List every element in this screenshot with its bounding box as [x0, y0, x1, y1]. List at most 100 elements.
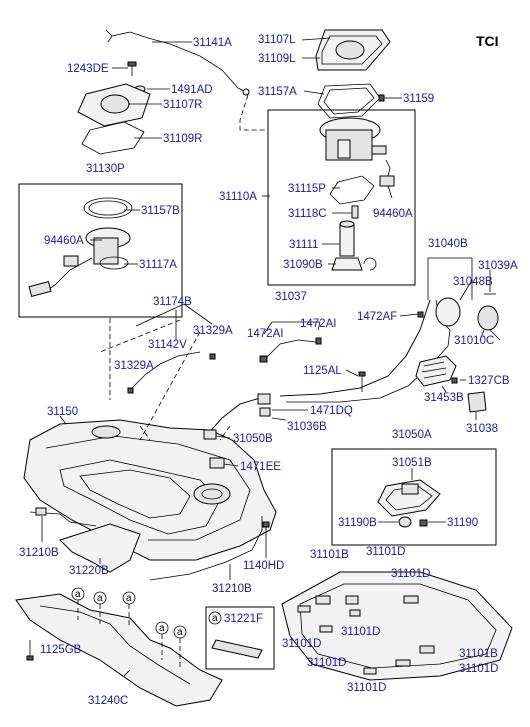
pump-31111 — [339, 220, 355, 257]
label-31010C: 31010C — [454, 335, 494, 347]
label-31157A: 31157A — [258, 86, 297, 98]
bolt-1125AL — [358, 371, 366, 392]
pad-31038 — [467, 391, 487, 413]
label-31130P: 31130P — [86, 163, 125, 175]
screw-1243DE — [127, 61, 137, 76]
vent-canister-31453B — [415, 355, 457, 387]
label-31101B-top: 31101B — [310, 549, 349, 561]
label-31101B-right: 31101B — [459, 648, 498, 660]
label-31038: 31038 — [466, 423, 498, 435]
label-31040B: 31040B — [428, 238, 468, 250]
callout-marker-31221F: a — [208, 611, 222, 625]
label-31101D-bot1: 31101D — [307, 657, 346, 669]
filter-31090B — [331, 257, 377, 271]
label-31157B: 31157B — [141, 205, 180, 217]
label-31221F: 31221F — [224, 613, 263, 625]
heat-shield-31220B — [59, 523, 141, 573]
variant-title: TCI — [476, 33, 499, 49]
svg-text:a: a — [159, 623, 165, 634]
label-31118C: 31118C — [288, 208, 327, 220]
leader-lines — [41, 37, 491, 677]
label-1472AF: 1472AF — [357, 311, 397, 323]
label-31036B: 31036B — [287, 421, 327, 433]
pad-31221F — [211, 639, 263, 659]
pad-box-31221F — [205, 606, 275, 670]
label-31142V: 31142V — [148, 339, 187, 351]
filler-neck-box — [427, 257, 473, 300]
label-31174B: 31174B — [153, 296, 192, 308]
label-94460A-left: 94460A — [44, 235, 84, 247]
callout-markers-a: a a a a a — [71, 587, 187, 668]
vapor-hose-1471DQ — [205, 393, 271, 437]
label-31159: 31159 — [403, 93, 434, 105]
label-1471DQ: 1471DQ — [310, 405, 353, 417]
label-31101D-right: 31101D — [459, 663, 498, 675]
label-1140HD: 1140HD — [243, 560, 284, 572]
label-31453B: 31453B — [424, 392, 464, 404]
filler-cap-31010C — [435, 297, 501, 341]
label-31210B-left: 31210B — [19, 547, 59, 559]
label-1491AD: 1491AD — [171, 84, 213, 96]
label-31115P: 31115P — [288, 183, 326, 195]
svg-text:a: a — [177, 627, 183, 638]
svg-text:a: a — [75, 589, 81, 600]
label-31050B: 31050B — [233, 433, 273, 445]
label-31107R: 31107R — [163, 99, 202, 111]
label-31101D-top1: 31101D — [366, 546, 405, 558]
fuel-pump-module-box-31110A — [267, 109, 416, 286]
label-1125AL: 1125AL — [303, 365, 342, 377]
sender-unit-left — [28, 227, 131, 298]
label-31101D-bot2: 31101D — [347, 682, 386, 694]
cover-31107R — [77, 83, 151, 127]
label-31190: 31190 — [447, 517, 478, 529]
fuel-return-cable-31141A — [105, 29, 266, 131]
under-cover-31240C — [15, 593, 223, 707]
tank-strap-31210B-right — [149, 516, 263, 581]
label-31111: 31111 — [289, 239, 318, 251]
label-31039A: 31039A — [478, 260, 518, 272]
label-31150: 31150 — [47, 406, 78, 418]
clamp-1471EE — [209, 457, 225, 469]
dashed-leader-lines — [99, 318, 231, 441]
label-31090B: 31090B — [283, 259, 323, 271]
label-31329A-right: 31329A — [193, 325, 233, 337]
svg-text:a: a — [97, 593, 103, 604]
label-31210B-right: 31210B — [212, 583, 252, 595]
clip-1472AF — [417, 311, 424, 318]
tank-strap-31210B-left — [29, 507, 97, 527]
label-31110A: 31110A — [219, 191, 257, 203]
label-31050A: 31050A — [392, 429, 432, 441]
service-cover-plate-31107L — [315, 29, 391, 71]
label-31101D-top2: 31101D — [391, 568, 430, 580]
gasket-31157B — [83, 197, 133, 219]
tank-insulator-pads-31101 — [281, 571, 513, 681]
fuel-pump-cover-31051B — [377, 479, 441, 517]
bolt-31159 — [378, 94, 398, 102]
label-31141A: 31141A — [193, 37, 232, 49]
hose-31037 — [259, 321, 322, 363]
screw-1125GB — [26, 640, 34, 661]
label-31190B: 31190B — [338, 517, 377, 529]
label-1125GB: 1125GB — [40, 644, 82, 656]
bolt-1327CB — [451, 377, 458, 384]
label-31048B: 31048B — [453, 276, 493, 288]
label-31109R: 31109R — [163, 133, 202, 145]
label-31220B: 31220B — [69, 565, 109, 577]
label-1327CB: 1327CB — [468, 375, 510, 387]
label-31329A-left: 31329A — [114, 360, 154, 372]
fuel-pump-cover-box-31050A — [331, 448, 497, 546]
grommet-31190B — [398, 516, 412, 528]
fuel-pump-module — [319, 117, 387, 161]
part-labels: 31141A 31107L 31109L 1243DE 1491AD 31107… — [19, 34, 518, 707]
gasket-31117A — [99, 256, 129, 270]
label-31101D-mid1: 31101D — [341, 626, 380, 638]
label-1471EE: 1471EE — [240, 461, 281, 473]
svg-text:a: a — [126, 593, 132, 604]
label-31240C: 31240C — [88, 695, 128, 707]
label-1472AI-right: 1472AI — [300, 318, 336, 330]
label-31117A: 31117A — [139, 259, 177, 271]
filter-31118C — [351, 205, 359, 219]
bolt-1140HD — [262, 521, 270, 552]
label-31037: 31037 — [275, 291, 307, 303]
